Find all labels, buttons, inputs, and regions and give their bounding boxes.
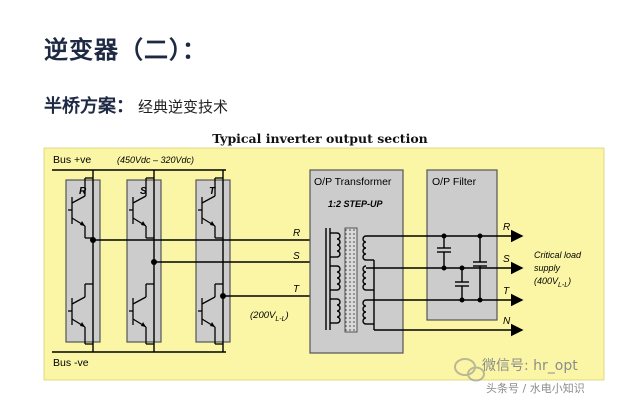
phase-s-label: S	[293, 251, 300, 262]
leg-r-box	[65, 179, 101, 343]
leg-r: R	[65, 179, 101, 343]
watermark-line2: 头条号 / 水电小知识	[486, 382, 585, 395]
output-label-n: N	[503, 316, 511, 327]
transformer-title: O/P Transformer	[314, 176, 392, 188]
filter-box	[426, 169, 498, 321]
phase-t-label: T	[293, 284, 300, 295]
igbt-switches	[68, 177, 223, 345]
bus-pos-label: Bus +ve	[53, 154, 91, 166]
output-label-s: S	[503, 254, 510, 265]
leg-r-label: R	[79, 186, 87, 197]
output-label-t: T	[503, 286, 510, 297]
leg-s-label: S	[140, 186, 147, 197]
output-label-r: R	[503, 222, 510, 233]
vll-label: (200VL-L)	[250, 310, 289, 323]
load-line2: supply	[534, 263, 561, 273]
slide-subtitle: 半桥方案：经典逆变技术	[44, 92, 228, 118]
leg-t: T	[195, 179, 231, 343]
subtitle-strong: 半桥方案：	[44, 96, 134, 117]
transformer-core	[344, 227, 358, 333]
leg-t-box	[195, 179, 231, 343]
leg-t-label: T	[209, 186, 216, 197]
subtitle-text: 经典逆变技术	[138, 98, 229, 116]
load-line1: Critical load	[534, 250, 582, 260]
slide-title: 逆变器（二）：	[44, 36, 207, 64]
phase-r-label: R	[293, 228, 300, 239]
dc-range-label: (450Vdc – 320Vdc)	[117, 155, 194, 165]
filter-title: O/P Filter	[432, 176, 477, 188]
wechat-icon	[454, 358, 485, 382]
load-line3: (400VL-L)	[534, 276, 571, 289]
diagram-title: Typical inverter output section	[212, 131, 428, 146]
transformer-ratio: 1:2 STEP-UP	[328, 199, 384, 209]
bus-neg-label: Bus -ve	[53, 357, 89, 369]
watermark-line1: 微信号: hr_opt	[482, 358, 578, 374]
